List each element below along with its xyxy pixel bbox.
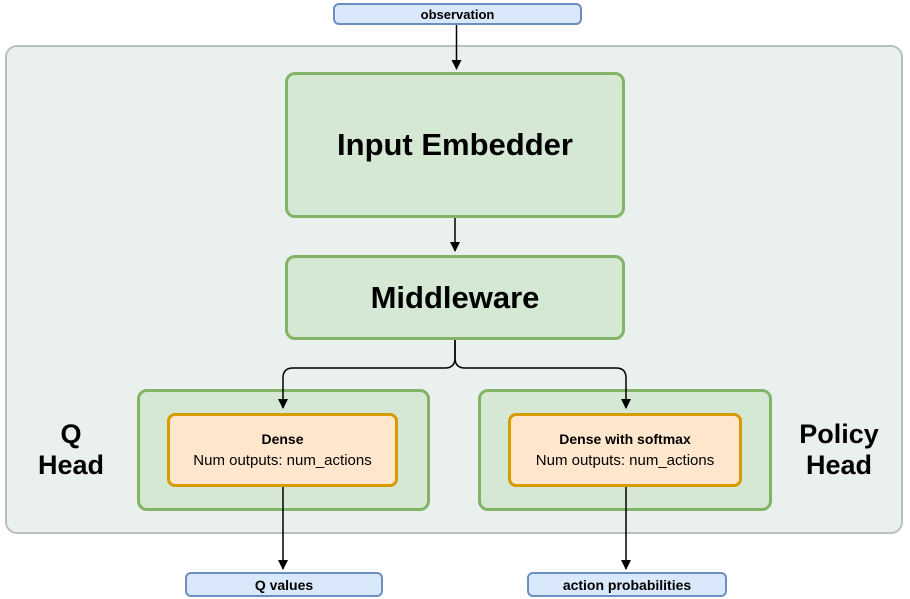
policy-head-label-line2: Head bbox=[805, 450, 873, 480]
q-head-label-line2: Head bbox=[37, 450, 105, 480]
node-observation-label: observation bbox=[420, 6, 495, 22]
node-q-values-label: Q values bbox=[254, 576, 314, 593]
node-middleware: Middleware bbox=[285, 255, 625, 340]
node-action-probabilities-label: action probabilities bbox=[562, 576, 692, 593]
node-input-embedder: Input Embedder bbox=[285, 72, 625, 218]
q-head-label: Q Head bbox=[21, 419, 121, 481]
node-observation: observation bbox=[333, 3, 582, 25]
node-q-values: Q values bbox=[185, 572, 383, 597]
node-q-dense: Dense Num outputs: num_actions bbox=[167, 413, 398, 487]
q-dense-subtitle: Num outputs: num_actions bbox=[193, 451, 372, 469]
policy-head-label-line1: Policy bbox=[799, 419, 879, 449]
node-input-embedder-label: Input Embedder bbox=[337, 127, 573, 162]
node-middleware-label: Middleware bbox=[370, 279, 540, 315]
policy-head-label: Policy Head bbox=[789, 419, 889, 481]
policy-dense-subtitle: Num outputs: num_actions bbox=[535, 451, 715, 469]
node-action-probabilities: action probabilities bbox=[527, 572, 727, 597]
policy-dense-title: Dense with softmax bbox=[559, 430, 691, 447]
node-policy-dense: Dense with softmax Num outputs: num_acti… bbox=[508, 413, 742, 487]
q-dense-title: Dense bbox=[261, 430, 304, 447]
q-head-label-line1: Q bbox=[60, 419, 82, 449]
